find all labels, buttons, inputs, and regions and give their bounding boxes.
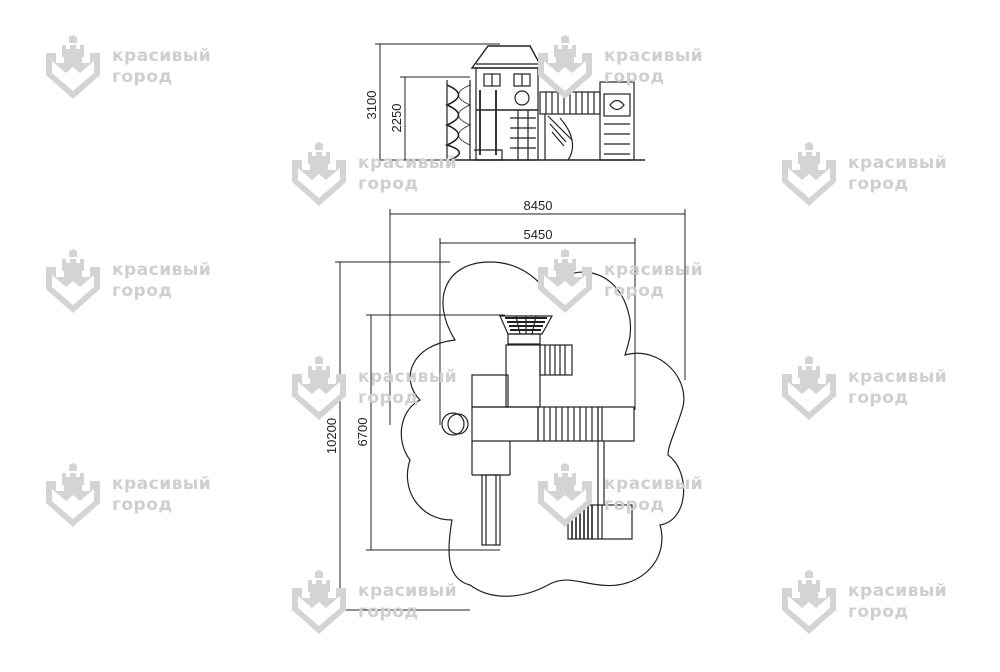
watermark-line-2: город [358, 174, 419, 194]
watermark-line-1: красивый [112, 260, 212, 280]
dimension-label-6700: 6700 [355, 418, 370, 447]
watermark-line-1: красивый [112, 46, 212, 66]
watermark-line-2: город [604, 495, 665, 515]
watermark-line-2: город [848, 174, 909, 194]
watermark: красивый город [44, 33, 234, 105]
castle-shield-logo-icon [782, 570, 836, 634]
watermark-line-2: город [848, 388, 909, 408]
tower-house [470, 45, 544, 161]
castle-shield-logo-icon [782, 142, 836, 206]
watermark: красивый город [780, 140, 970, 212]
castle-shield-logo-icon [782, 356, 836, 420]
watermark-line-1: красивый [112, 474, 212, 494]
castle-shield-logo-icon [538, 249, 592, 313]
watermark-line-1: красивый [358, 581, 458, 601]
spiral-climber [444, 80, 472, 161]
watermark-line-1: красивый [848, 581, 948, 601]
small-tower [599, 81, 635, 161]
dimension-label-10200: 10200 [324, 418, 339, 454]
castle-shield-logo-icon [538, 463, 592, 527]
castle-shield-logo-icon [292, 570, 346, 634]
watermark-line-2: город [358, 388, 419, 408]
watermark-line-1: красивый [358, 153, 458, 173]
watermark-line-2: город [112, 495, 173, 515]
watermark: красивый город [780, 354, 970, 426]
castle-shield-logo-icon [292, 356, 346, 420]
plan-dimension-lines [335, 209, 686, 611]
watermark-line-2: город [604, 67, 665, 87]
watermark-line-1: красивый [604, 260, 704, 280]
watermark-line-1: красивый [604, 474, 704, 494]
watermark: красивый город [536, 33, 726, 105]
plan-view [335, 209, 686, 611]
elevation-dimension-lines [375, 43, 500, 161]
watermark-line-1: красивый [848, 367, 948, 387]
watermark-line-2: город [112, 67, 173, 87]
castle-shield-logo-icon [292, 142, 346, 206]
watermark-line-1: красивый [358, 367, 458, 387]
castle-shield-logo-icon [46, 463, 100, 527]
watermark-line-2: город [358, 602, 419, 622]
dimension-label-8450: 8450 [524, 198, 553, 213]
dimension-label-5450: 5450 [524, 227, 553, 242]
castle-shield-logo-icon [538, 35, 592, 99]
watermark: красивый город [44, 247, 234, 319]
watermark: красивый город [536, 461, 726, 533]
watermark-line-2: город [604, 281, 665, 301]
castle-shield-logo-icon [46, 249, 100, 313]
watermark: красивый город [536, 247, 726, 319]
watermark-line-2: город [112, 281, 173, 301]
watermark: красивый город [290, 354, 480, 426]
watermark: красивый город [44, 461, 234, 533]
watermark: красивый город [780, 568, 970, 640]
watermark-line-1: красивый [848, 153, 948, 173]
watermark-line-1: красивый [604, 46, 704, 66]
dimension-label-3100: 3100 [364, 91, 379, 120]
elevation-view [375, 43, 645, 161]
castle-shield-logo-icon [46, 35, 100, 99]
watermark: красивый город [290, 568, 480, 640]
watermark-line-2: город [848, 602, 909, 622]
watermark: красивый город [290, 140, 480, 212]
dimension-label-2250: 2250 [389, 104, 404, 133]
